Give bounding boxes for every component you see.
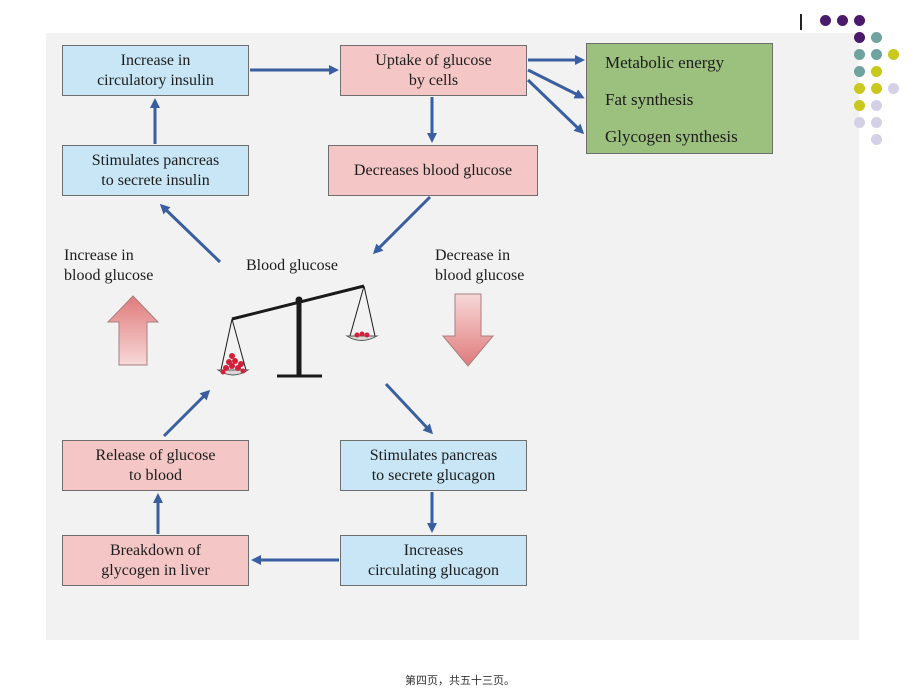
increase-arrow-icon <box>106 295 160 366</box>
breakdown-glycogen-box: Breakdown of glycogen in liver <box>62 535 249 586</box>
stimulates-glucagon-box: Stimulates pancreas to secrete glucagon <box>340 440 527 491</box>
arrow-uptake-to-fat <box>527 68 585 99</box>
decreases-glucose-box: Decreases blood glucose <box>328 145 538 196</box>
arrow-scale-to-glucagon <box>384 382 434 435</box>
header-divider <box>800 14 802 30</box>
arrow-release-to-scale <box>162 389 211 438</box>
arrow-uptake-to-glycogen <box>526 78 585 135</box>
stimulates-insulin-box: Stimulates pancreas to secrete insulin <box>62 145 249 196</box>
decrease-blood-glucose-label: Decrease in blood glucose <box>435 247 525 284</box>
arrow-decrease-to-blood-glucose <box>372 195 432 255</box>
release-glucose-box: Release of glucose to blood <box>62 440 249 491</box>
arrow-blood-glucose-to-stimulates-insulin <box>159 203 222 264</box>
outcomes-box: Metabolic energy Fat synthesis Glycogen … <box>586 43 773 154</box>
blood-glucose-label: Blood glucose <box>246 257 338 274</box>
increases-glucagon-box: Increases circulating glucagon <box>340 535 527 586</box>
decrease-arrow-icon <box>441 293 495 367</box>
page-footer: 第四页，共五十三页。 <box>405 674 515 687</box>
outcome-fat-synthesis: Fat synthesis <box>605 90 694 109</box>
increase-blood-glucose-label: Increase in blood glucose <box>64 247 154 284</box>
balance-scale-icon <box>216 284 379 378</box>
uptake-glucose-box: Uptake of glucose by cells <box>340 45 527 96</box>
outcome-metabolic-energy: Metabolic energy <box>605 53 725 72</box>
outcome-glycogen-synthesis: Glycogen synthesis <box>605 127 738 146</box>
increase-insulin-box: Increase in circulatory insulin <box>62 45 249 96</box>
